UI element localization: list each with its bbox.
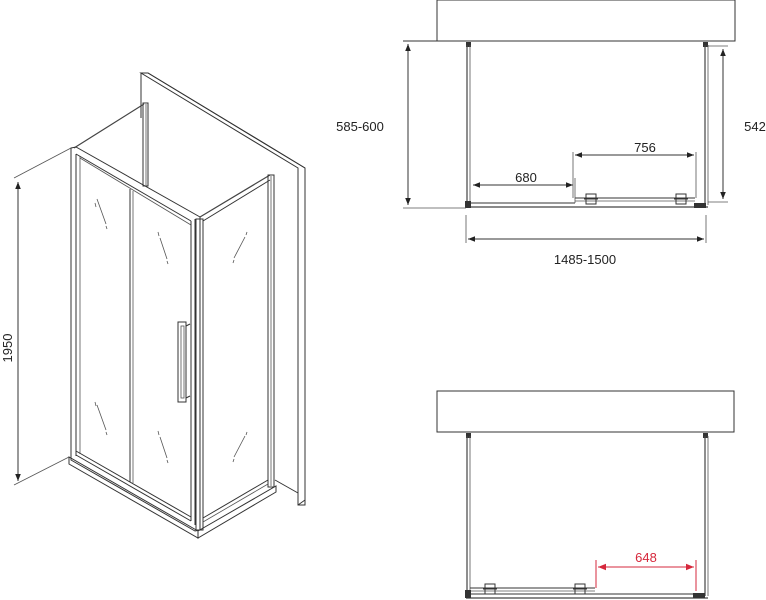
depth-dimension: 585-600 (336, 44, 466, 209)
back-post (142, 102, 149, 187)
sliding-door-label: 756 (634, 140, 656, 155)
width-dimension: 1485-1500 (465, 215, 707, 267)
depth-label: 585-600 (336, 119, 384, 134)
height-label: 1950 (0, 334, 15, 363)
roller-icon (584, 193, 688, 205)
isometric-view: 1950 (0, 72, 306, 539)
wall-brick-pattern (436, 390, 735, 433)
right-top-rail (199, 174, 271, 218)
opening-label: 648 (635, 550, 657, 565)
height-dimension: 1950 (0, 147, 72, 486)
top-plan-view: 585-600 542 680 756 1485-1500 (336, 0, 766, 267)
side-panel-label: 542 (744, 119, 766, 134)
width-label: 1485-1500 (554, 252, 616, 267)
door-handle-icon (177, 321, 191, 403)
fixed-panel-label: 680 (515, 170, 537, 185)
side-panel (195, 174, 277, 539)
glass-reflection-icon (94, 198, 248, 464)
wall-slab (139, 72, 306, 506)
roller-icon (483, 583, 587, 595)
left-top-rail (73, 103, 145, 149)
opening-dimension: 648 (595, 550, 697, 591)
front-panel (68, 146, 201, 539)
sliding-door-dimension: 756 (572, 140, 697, 198)
bottom-plan-view: 648 (436, 390, 735, 599)
fixed-panel-dimension: 680 (473, 170, 576, 203)
wall-brick-pattern (436, 0, 736, 42)
side-panel-dimension: 542 (708, 45, 766, 203)
